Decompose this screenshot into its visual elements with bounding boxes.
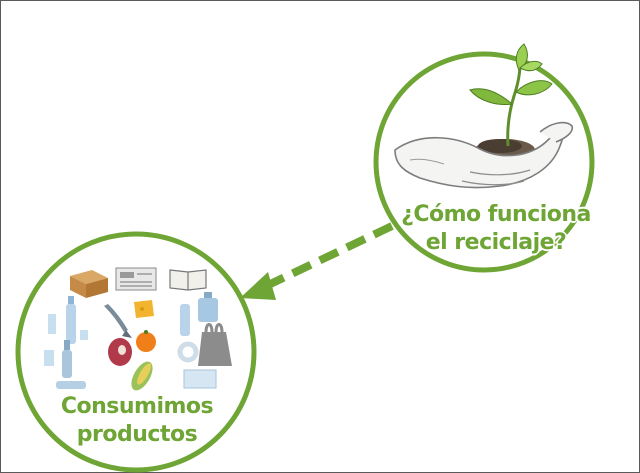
connector-arrow-head — [240, 272, 276, 300]
products-title-line1: Consumimos — [60, 394, 214, 419]
orange-icon — [136, 332, 156, 352]
plastic-cup-icon — [48, 314, 56, 334]
plastic-bag-icon — [198, 323, 232, 366]
lying-bottle-icon — [56, 381, 86, 389]
meat-icon — [108, 338, 132, 366]
tape-roll-icon — [177, 341, 199, 363]
jerrycan-icon — [180, 292, 218, 336]
products-node-title: Consumimos productos — [52, 393, 222, 449]
glass-bottle-icon — [62, 340, 72, 378]
products-title-line2: productos — [76, 422, 198, 447]
water-bottle-icon — [66, 296, 76, 344]
fish-icon — [104, 304, 132, 338]
hand-holding-sprout-icon — [394, 43, 574, 189]
cardboard-box-icon — [70, 270, 108, 298]
carton-icon — [183, 369, 217, 389]
cheese-icon — [134, 300, 154, 318]
book-icon — [169, 269, 207, 291]
recycling-title-line2: el reciclaje? — [425, 230, 567, 255]
products-illustration — [44, 267, 232, 391]
newspaper-icon — [115, 267, 157, 291]
corn-icon — [131, 361, 153, 391]
recycling-node-title: ¿Cómo funciona el reciclaje? — [400, 201, 592, 257]
plastic-cup-icon-2 — [44, 350, 54, 366]
plastic-cup-icon-3 — [80, 330, 88, 340]
connector-arrow-line — [260, 222, 394, 292]
recycling-title-line1: ¿Cómo funciona — [401, 202, 591, 227]
